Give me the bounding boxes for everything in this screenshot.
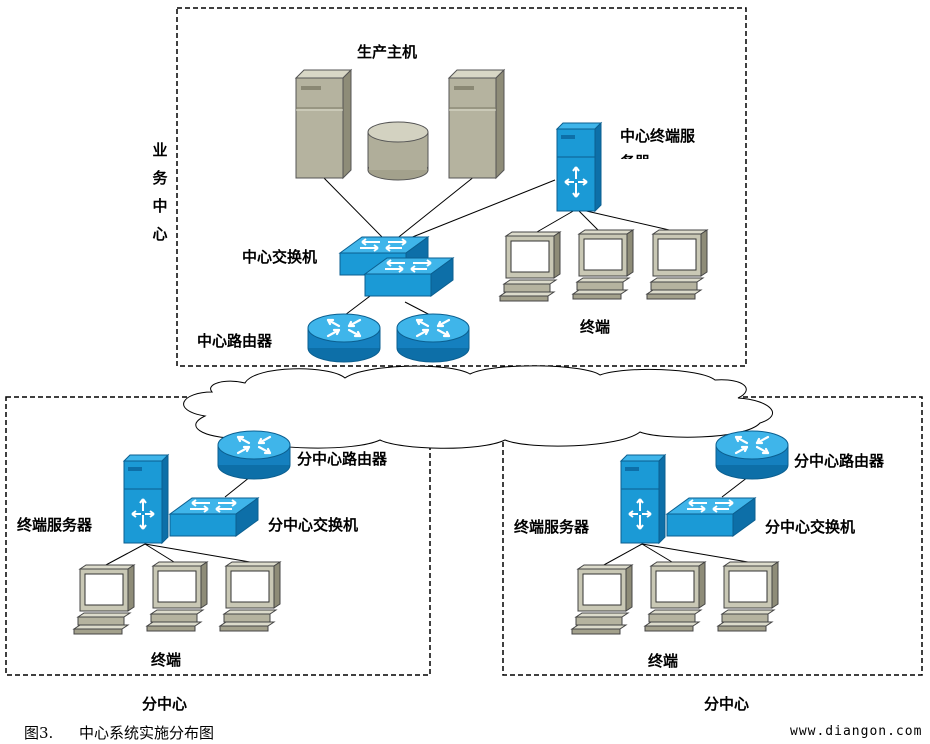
hq-workstation-icon — [572, 229, 634, 300]
center-switch-label: 中心交换机 — [242, 248, 318, 266]
branch-workstation-icon — [73, 564, 135, 635]
branch-workstation-icon — [219, 561, 281, 632]
production-host-tower-icon — [448, 69, 505, 179]
storage-cylinder-icon — [367, 121, 429, 181]
network-cloud-icon — [183, 365, 774, 449]
branch-1-links — [103, 476, 251, 567]
branch-workstation-icon — [571, 564, 633, 635]
hq-workstation-icon — [646, 229, 708, 300]
branch-2-terminals-label: 终端 — [648, 652, 679, 670]
branch-2-router-label: 分中心路由器 — [794, 452, 885, 470]
production-hosts-label: 生产主机 — [357, 43, 418, 61]
branch-workstation-icon — [644, 561, 706, 632]
branch-workstation-icon — [146, 561, 208, 632]
figure-title: 中心系统实施分布图 — [79, 724, 215, 742]
branch-switch-icon — [169, 497, 259, 537]
branch-router-icon — [714, 429, 790, 481]
branch-2-footer-label: 分中心 — [704, 695, 750, 713]
hq-boundary — [176, 7, 747, 367]
hq-terminals-label: 终端 — [580, 318, 611, 336]
branch-switch-icon — [666, 497, 756, 537]
branch-2-switch-label: 分中心交换机 — [765, 518, 856, 536]
branch-1-terminals-label: 终端 — [151, 651, 182, 669]
branch-terminal-server-icon — [620, 454, 666, 544]
hq-workstation-icon — [499, 231, 561, 302]
hq-links — [321, 175, 679, 317]
branch-2-server-label: 终端服务器 — [514, 518, 590, 536]
production-host-tower-icon — [295, 69, 352, 179]
branch-1-switch-label: 分中心交换机 — [268, 516, 359, 534]
hq-side-label: 业务中心 — [152, 141, 168, 243]
branch-terminal-server-icon — [123, 454, 169, 544]
center-router-icon — [306, 312, 382, 364]
center-router-label: 中心路由器 — [197, 332, 273, 350]
branch-1-footer-label: 分中心 — [142, 695, 188, 713]
branch-workstation-icon — [717, 561, 779, 632]
watermark: www.diangon.com — [790, 724, 923, 739]
center-terminal-server-label: 中心终端服务器 — [620, 127, 695, 159]
center-terminal-server-icon — [556, 122, 602, 212]
branch-2-links — [601, 476, 749, 567]
figure-number: 图3. — [24, 724, 54, 742]
branch-router-icon — [216, 429, 292, 481]
branch-1-router-label: 分中心路由器 — [297, 450, 388, 468]
branch-1-server-label: 终端服务器 — [17, 516, 93, 534]
center-router-icon — [395, 312, 471, 364]
